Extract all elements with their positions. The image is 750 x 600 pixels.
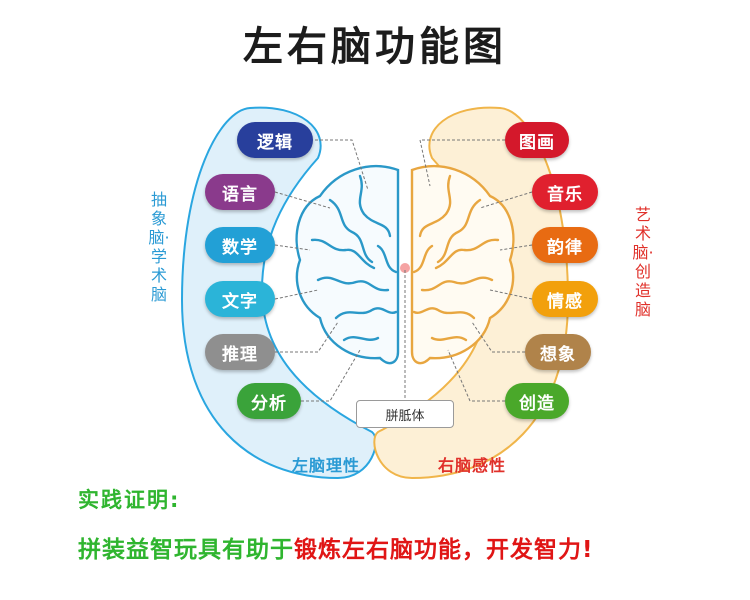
left-item-pill: 数学 xyxy=(205,227,275,263)
left-item-pill: 推理 xyxy=(205,334,275,370)
left-item-pill: 逻辑 xyxy=(237,122,313,158)
right-item-pill: 创造 xyxy=(505,383,569,419)
right-brain-hemisphere xyxy=(410,165,515,365)
right-brain-label: 右脑感性 xyxy=(438,456,507,475)
right-vertical-label: 艺术脑·创造脑 xyxy=(632,205,654,319)
practice-proves-text: 实践证明: xyxy=(78,488,181,512)
left-item-pill: 文字 xyxy=(205,281,275,317)
left-brain-hemisphere xyxy=(295,165,400,365)
left-brain-label: 左脑理性 xyxy=(292,456,361,475)
right-item-pill: 图画 xyxy=(505,122,569,158)
corpus-callosum-label: 胼胝体 xyxy=(356,400,454,428)
right-item-pill: 音乐 xyxy=(532,174,598,210)
conclusion-text-green: 拼装益智玩具有助于 xyxy=(78,537,294,563)
conclusion-text: 拼装益智玩具有助于锻炼左右脑功能，开发智力! xyxy=(78,530,594,564)
conclusion-text-red: 锻炼左右脑功能，开发智力! xyxy=(294,537,594,563)
left-item-pill: 语言 xyxy=(205,174,275,210)
right-item-pill: 韵律 xyxy=(532,227,598,263)
left-vertical-label: 抽象脑·学术脑 xyxy=(148,190,170,304)
right-item-pill: 情感 xyxy=(532,281,598,317)
right-item-pill: 想象 xyxy=(525,334,591,370)
left-item-pill: 分析 xyxy=(237,383,301,419)
page-title: 左右脑功能图 xyxy=(243,24,507,70)
